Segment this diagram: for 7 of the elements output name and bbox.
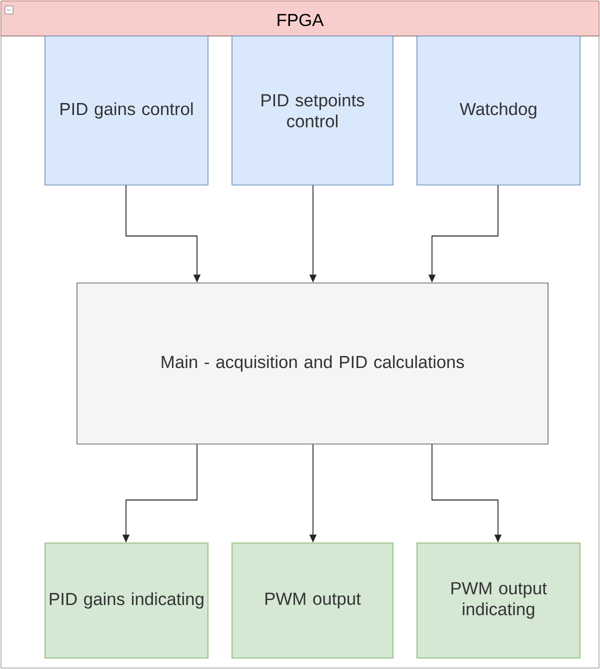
output-box: PWM output indicating	[416, 542, 580, 658]
process-box: Watchdog	[416, 36, 580, 186]
process-box: Main - acquisition and PID calculations	[76, 282, 548, 444]
process-box: PID setpoints control	[232, 36, 394, 186]
process-box: PID gains control	[44, 36, 208, 186]
output-box: PWM output	[232, 542, 394, 658]
output-box: PID gains indicating	[44, 542, 208, 658]
